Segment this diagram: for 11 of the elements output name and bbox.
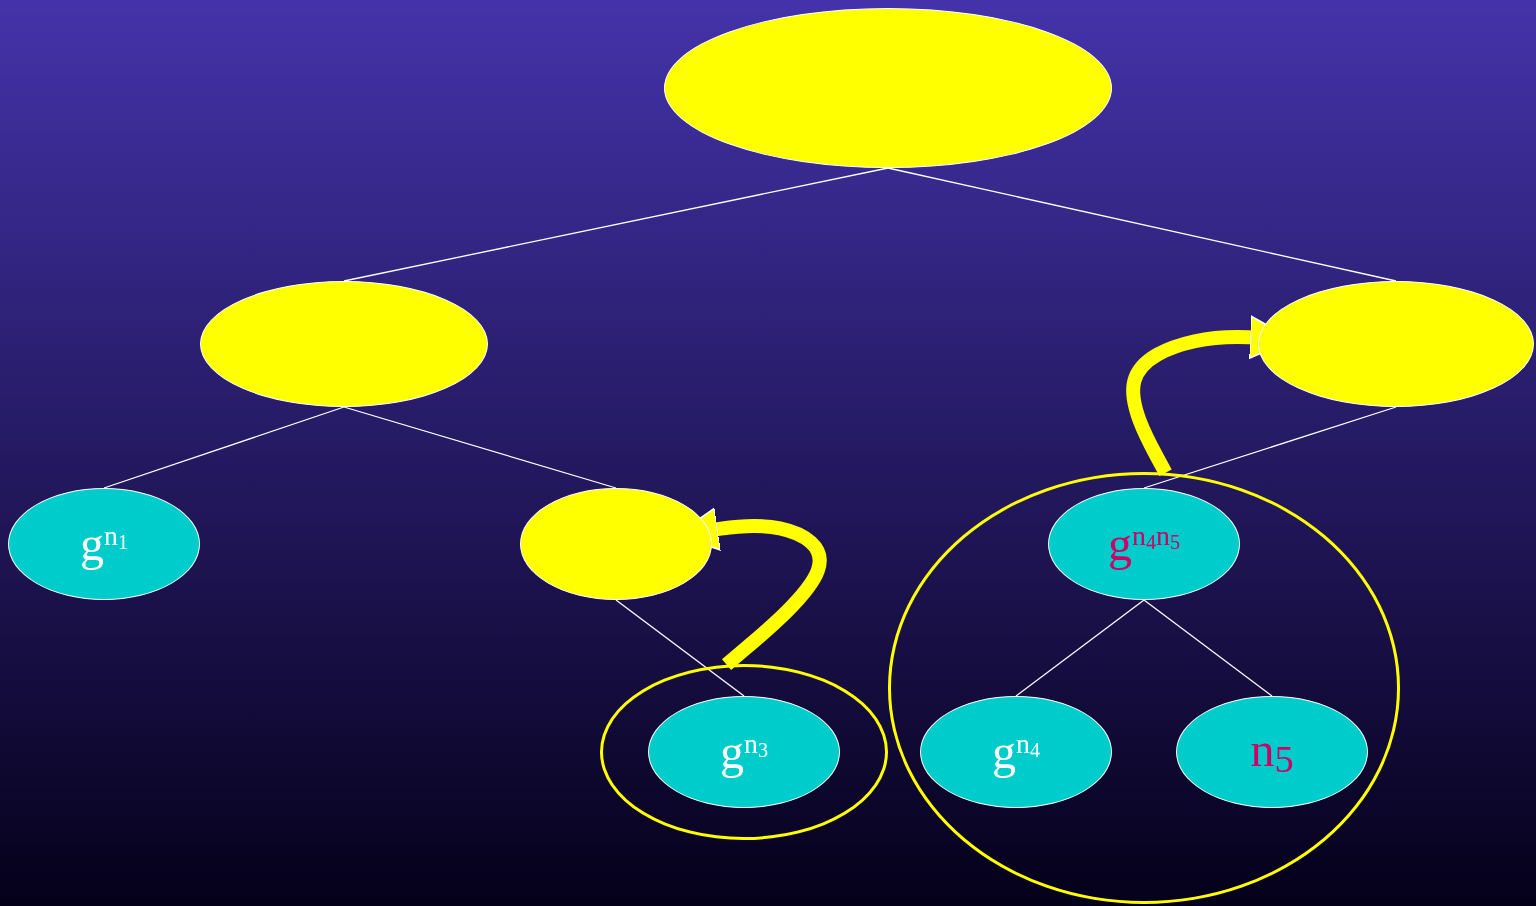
node-label: n$_{5}$: [1250, 725, 1294, 779]
ring-outline: [888, 472, 1400, 904]
connector-line: [615, 599, 745, 697]
connector-line: [103, 406, 345, 489]
connector-line: [1015, 599, 1145, 697]
connector-line: [343, 167, 889, 282]
connector-line: [343, 406, 617, 489]
connector-line: [1143, 406, 1397, 489]
connector-line: [1143, 599, 1273, 697]
ring-outline: [600, 664, 888, 840]
connector-line: [887, 167, 1397, 282]
